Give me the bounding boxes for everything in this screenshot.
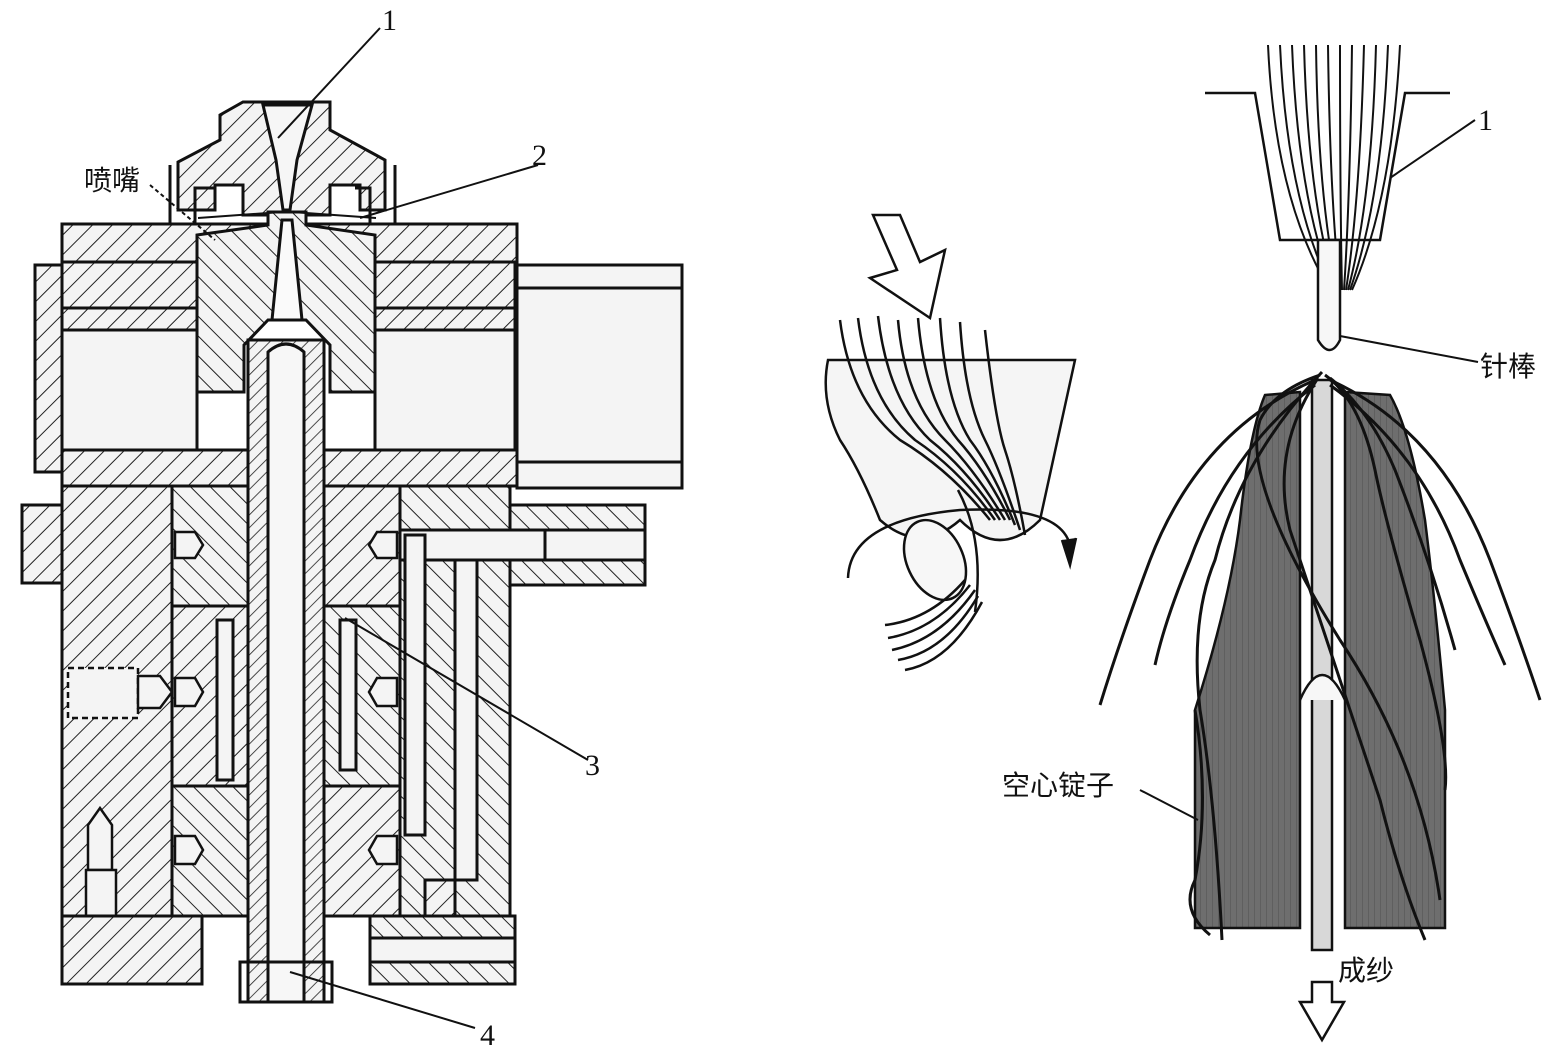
wrapping-fibers xyxy=(1098,370,1542,941)
label-3-left: 3 xyxy=(585,749,600,782)
nozzle-cross-section xyxy=(20,100,684,1004)
label-1-right: 1 xyxy=(1478,104,1493,137)
inner-nozzle-cone xyxy=(261,103,314,212)
twisting-detail xyxy=(824,213,1078,672)
left-outer-frame xyxy=(33,263,64,474)
nozzle-throat xyxy=(270,218,304,322)
mid-right-block xyxy=(373,306,517,332)
upper-left-block xyxy=(60,260,199,310)
right-leader-lines xyxy=(1139,119,1479,821)
needle-rod xyxy=(1316,238,1342,352)
tube-foot xyxy=(238,960,334,1004)
label-yarn: 成纱 xyxy=(1338,954,1394,987)
left-side-lug xyxy=(20,503,64,585)
air-channel-left xyxy=(197,211,283,219)
fiber-roll xyxy=(902,518,968,602)
arrow-down-icon xyxy=(1297,980,1347,1043)
spindle-shaft xyxy=(1310,378,1334,952)
label-hollow-spindle: 空心锭子 xyxy=(1002,769,1114,802)
right-chamber xyxy=(373,328,517,452)
funnel xyxy=(824,358,1077,542)
label-4-left: 4 xyxy=(480,1019,495,1052)
upper-right-block xyxy=(373,260,517,310)
hollow-spindle-diagram xyxy=(1098,44,1542,1043)
label-needle-rod: 针棒 xyxy=(1480,350,1536,383)
central-tube-bore xyxy=(266,342,306,1004)
base-plate-left xyxy=(60,914,204,986)
label-2-left: 2 xyxy=(532,139,547,172)
hollow-spindle-right xyxy=(1343,390,1447,930)
arrow-down-left-icon xyxy=(867,213,947,321)
right-side-pipe xyxy=(515,263,684,490)
mid-left-block xyxy=(60,306,199,332)
label-nozzle: 喷嘴 xyxy=(84,164,140,197)
left-leader-lines xyxy=(149,27,589,1029)
rotation-arrow-icon xyxy=(846,508,1072,579)
label-1-left: 1 xyxy=(382,4,397,37)
feed-funnel xyxy=(1205,91,1450,242)
left-chamber xyxy=(60,328,199,452)
